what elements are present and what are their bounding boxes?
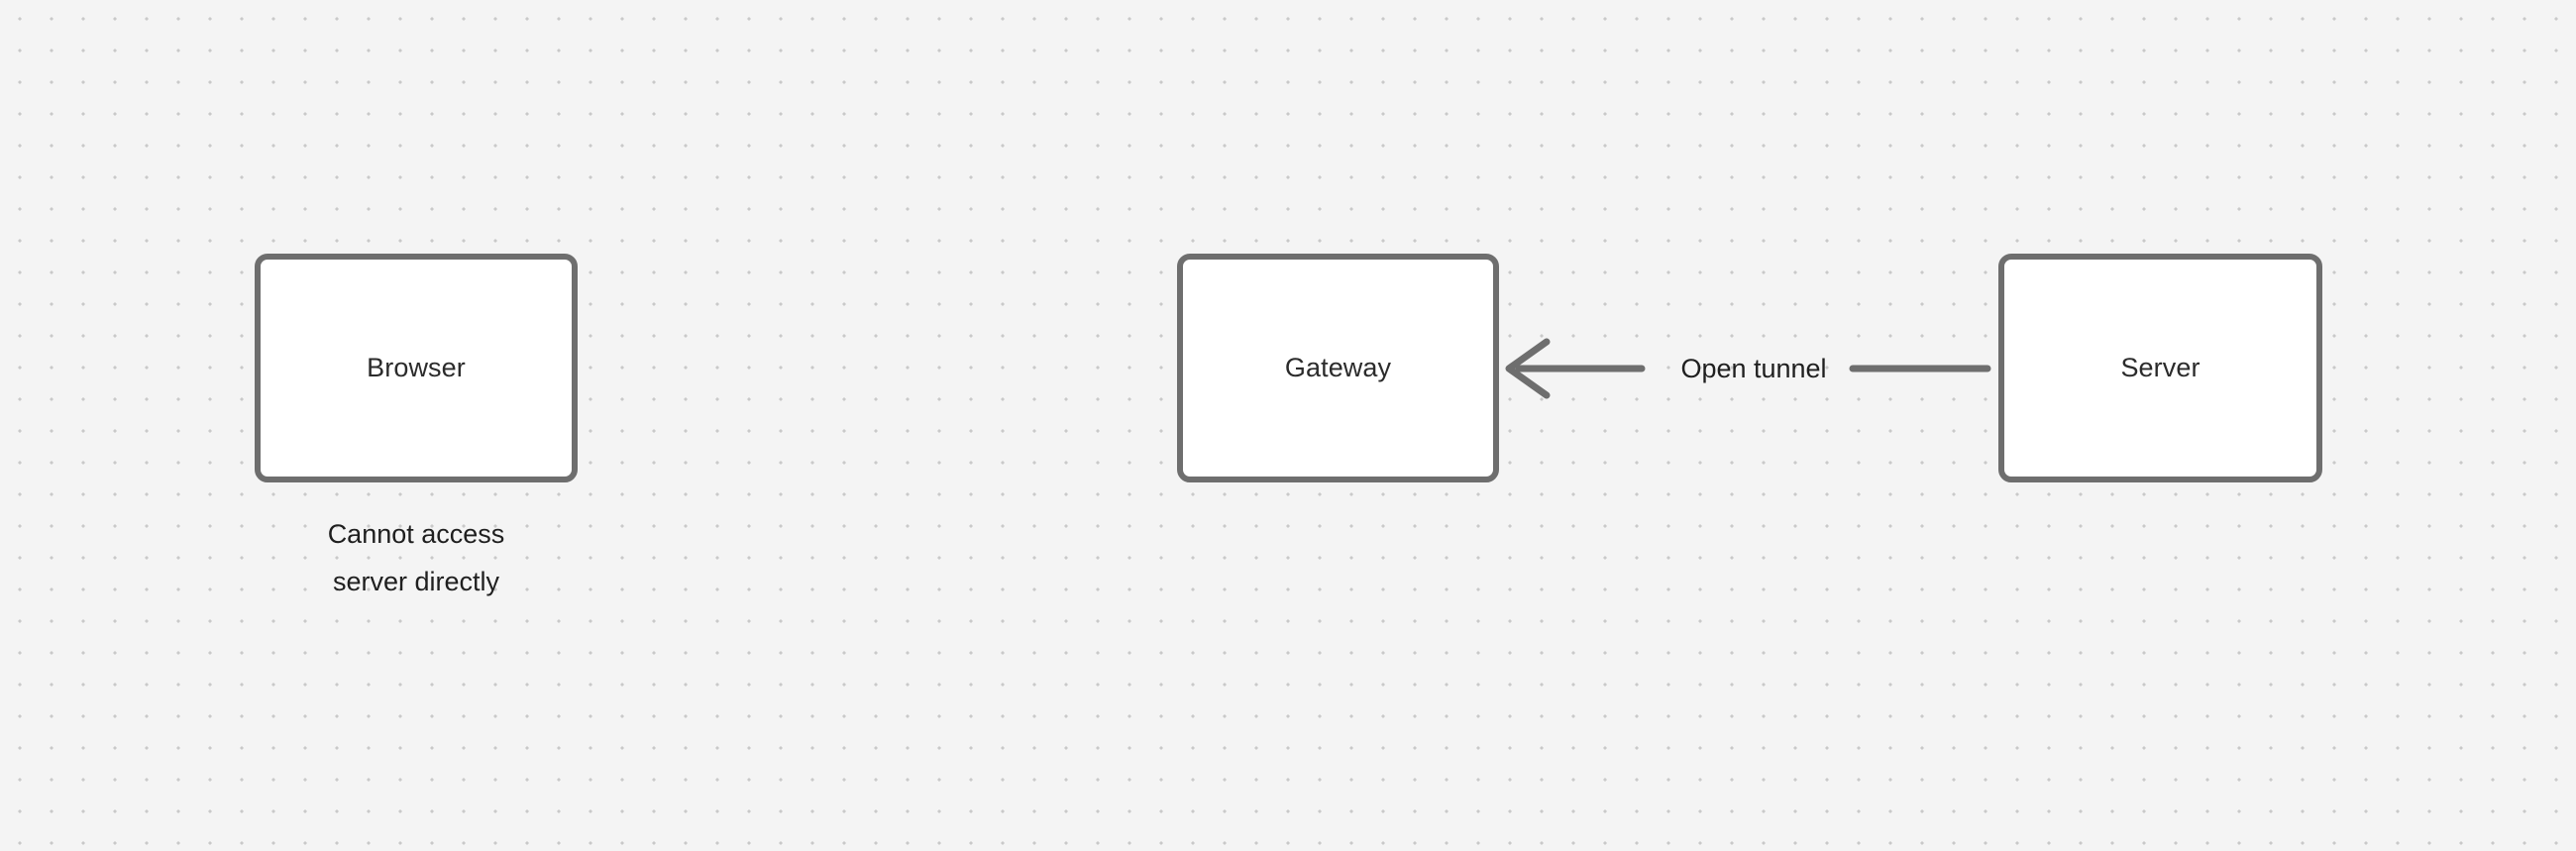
browser-caption: Cannot access server directly — [255, 510, 578, 605]
node-gateway-label: Gateway — [1284, 353, 1392, 382]
edge-open-tunnel[interactable] — [1499, 327, 1998, 412]
node-browser-label: Browser — [367, 353, 466, 382]
node-browser[interactable]: Browser — [255, 254, 578, 482]
node-server-label: Server — [2120, 353, 2200, 382]
edge-open-tunnel-label: Open tunnel — [1680, 354, 1827, 383]
browser-caption-line-1: Cannot access — [327, 519, 505, 549]
node-server[interactable]: Server — [1998, 254, 2322, 482]
node-gateway[interactable]: Gateway — [1177, 254, 1499, 482]
browser-caption-line-2: server directly — [332, 567, 500, 596]
edge-arrow-icon — [1505, 338, 1646, 399]
